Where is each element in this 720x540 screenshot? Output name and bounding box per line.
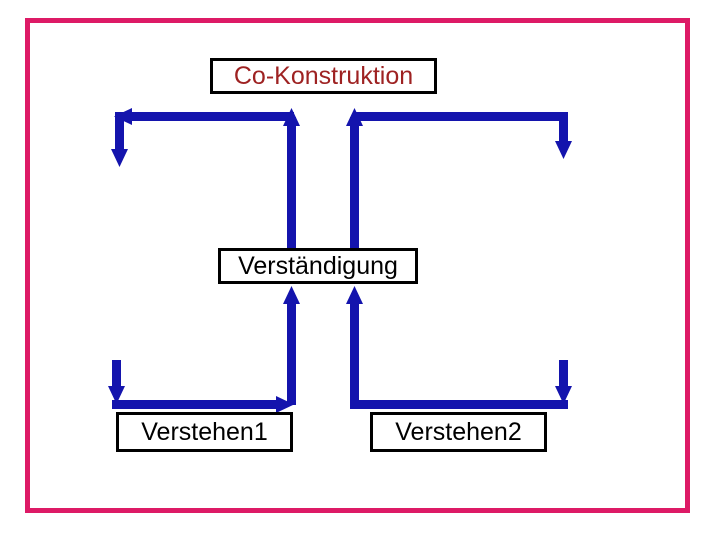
connector-segment-horizontal — [112, 400, 284, 409]
connector-verstaendigung-to-left — [111, 108, 300, 251]
arrowhead-up — [283, 286, 300, 304]
node-co-konstruktion[interactable]: Co-Konstruktion — [210, 58, 437, 94]
connector-verstehen1-to-verstaendigung — [108, 286, 300, 413]
connector-segment-vertical — [559, 360, 568, 393]
connector-segment-horizontal — [354, 112, 568, 121]
arrowhead-down — [555, 386, 572, 404]
connector-segment-vertical — [287, 298, 296, 405]
node-verstaendigung[interactable]: Verständigung — [218, 248, 418, 284]
arrowhead-down — [111, 149, 128, 167]
connector-verstaendigung-to-right — [346, 108, 572, 251]
arrowhead-down — [108, 386, 125, 404]
connector-verstehen2-to-verstaendigung — [346, 286, 572, 409]
node-label: Verstehen2 — [395, 417, 522, 446]
node-label: Verstehen1 — [141, 417, 268, 446]
node-verstehen1[interactable]: Verstehen1 — [116, 412, 293, 452]
node-verstehen2[interactable]: Verstehen2 — [370, 412, 547, 452]
slide-border-frame — [25, 18, 690, 513]
connector-segment-vertical — [112, 360, 121, 393]
connector-segment-vertical — [115, 112, 124, 157]
connector-segment-vertical — [559, 112, 568, 148]
connector-segment-vertical — [350, 298, 359, 405]
arrowhead-down — [555, 141, 572, 159]
connector-segment-horizontal — [124, 112, 294, 121]
node-label: Co-Konstruktion — [233, 61, 414, 90]
arrowhead-up — [346, 286, 363, 304]
node-label: Verständigung — [238, 251, 398, 280]
connector-segment-horizontal — [350, 400, 568, 409]
arrowhead-right — [276, 396, 294, 413]
connector-segment-vertical — [350, 117, 359, 251]
connector-segment-vertical — [287, 117, 296, 251]
